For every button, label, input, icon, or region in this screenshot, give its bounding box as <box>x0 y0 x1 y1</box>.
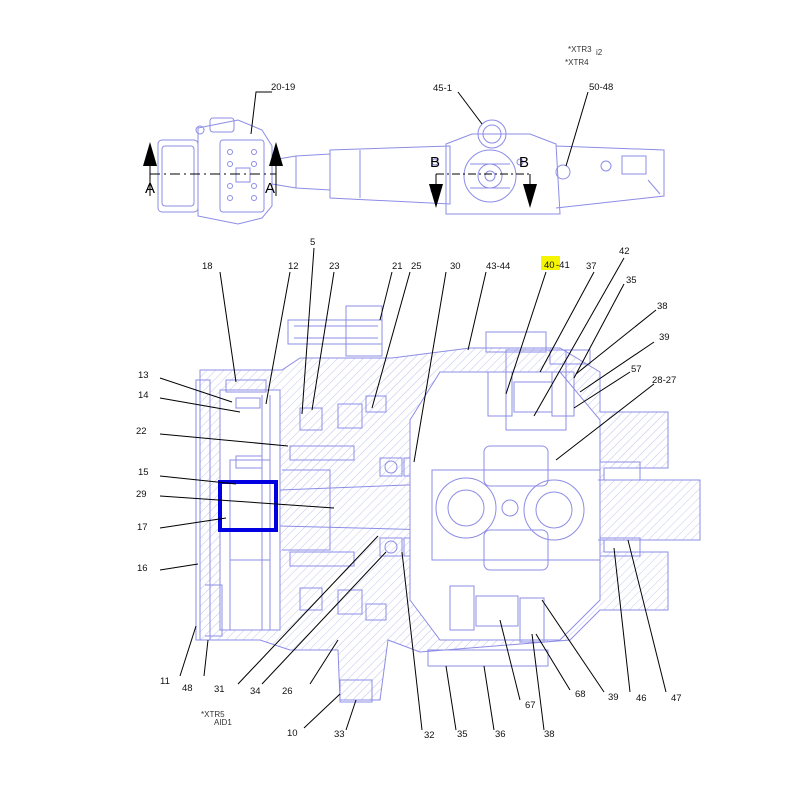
callout-13: 13 <box>138 370 149 381</box>
callout-31: 31 <box>214 684 225 695</box>
callout-41: -41 <box>556 260 570 271</box>
callout-33: 33 <box>334 729 345 740</box>
section-view <box>195 305 701 703</box>
callout-10: 10 <box>287 728 298 739</box>
callout-34: 34 <box>250 686 261 697</box>
note-xtr3-suffix: i2 <box>596 48 603 57</box>
section-arrow-b-left <box>429 184 443 208</box>
note-xtr4: *XTR4 <box>565 58 589 67</box>
callout-28-27: 28-27 <box>652 375 676 386</box>
callout-45-1: 45-1 <box>433 83 452 94</box>
callout-38-upper: 38 <box>657 301 668 312</box>
callout-42: 42 <box>619 246 630 257</box>
callout-20-19: 20-19 <box>271 82 295 93</box>
callout-30: 30 <box>450 261 461 272</box>
callout-38-lower: 38 <box>544 729 555 740</box>
callout-39-upper: 39 <box>659 332 670 343</box>
section-label-a-left: A <box>145 180 155 197</box>
section-arrow-b-right <box>523 184 537 208</box>
callout-21: 21 <box>392 261 403 272</box>
section-label-b-left: B <box>430 154 440 171</box>
callout-67: 67 <box>525 700 536 711</box>
callout-22: 22 <box>136 426 147 437</box>
note-xtr5: *XTR5 <box>201 710 225 719</box>
callout-23: 23 <box>329 261 340 272</box>
callout-68: 68 <box>575 689 586 700</box>
note-xtr3: *XTR3 <box>568 45 592 54</box>
callout-43-44: 43-44 <box>486 261 510 272</box>
callout-15: 15 <box>138 467 149 478</box>
callout-11: 11 <box>160 676 170 687</box>
callout-46: 46 <box>636 693 647 704</box>
callout-25: 25 <box>411 261 422 272</box>
leader-lines <box>159 247 667 731</box>
callout-18: 18 <box>202 261 213 272</box>
callout-37: 37 <box>586 261 597 272</box>
callout-highlight <box>541 256 560 270</box>
callout-12: 12 <box>288 261 299 272</box>
section-arrow-a-right <box>269 142 283 166</box>
callout-47: 47 <box>671 693 682 704</box>
top-view-housing <box>149 117 665 225</box>
callout-50-48: 50-48 <box>589 82 613 93</box>
note-xtr5-suffix: AID1 <box>214 718 232 727</box>
section-arrow-a-left <box>143 142 157 166</box>
callout-39-lower: 39 <box>608 692 619 703</box>
callout-32: 32 <box>424 730 435 741</box>
callout-14: 14 <box>138 390 149 401</box>
section-label-a-right: A <box>265 180 275 197</box>
callout-40: 40 <box>544 260 555 271</box>
callout-57: 57 <box>631 364 642 375</box>
callout-5: 5 <box>310 237 315 248</box>
highlight-box <box>218 480 278 532</box>
section-label-b-right: B <box>519 154 529 171</box>
callout-29: 29 <box>136 489 147 500</box>
callout-35-lower: 35 <box>457 729 468 740</box>
callout-16: 16 <box>137 563 148 574</box>
callout-17: 17 <box>137 522 148 533</box>
callout-35-upper: 35 <box>626 275 637 286</box>
callout-48: 48 <box>182 683 193 694</box>
callout-26: 26 <box>282 686 293 697</box>
callout-36: 36 <box>495 729 506 740</box>
